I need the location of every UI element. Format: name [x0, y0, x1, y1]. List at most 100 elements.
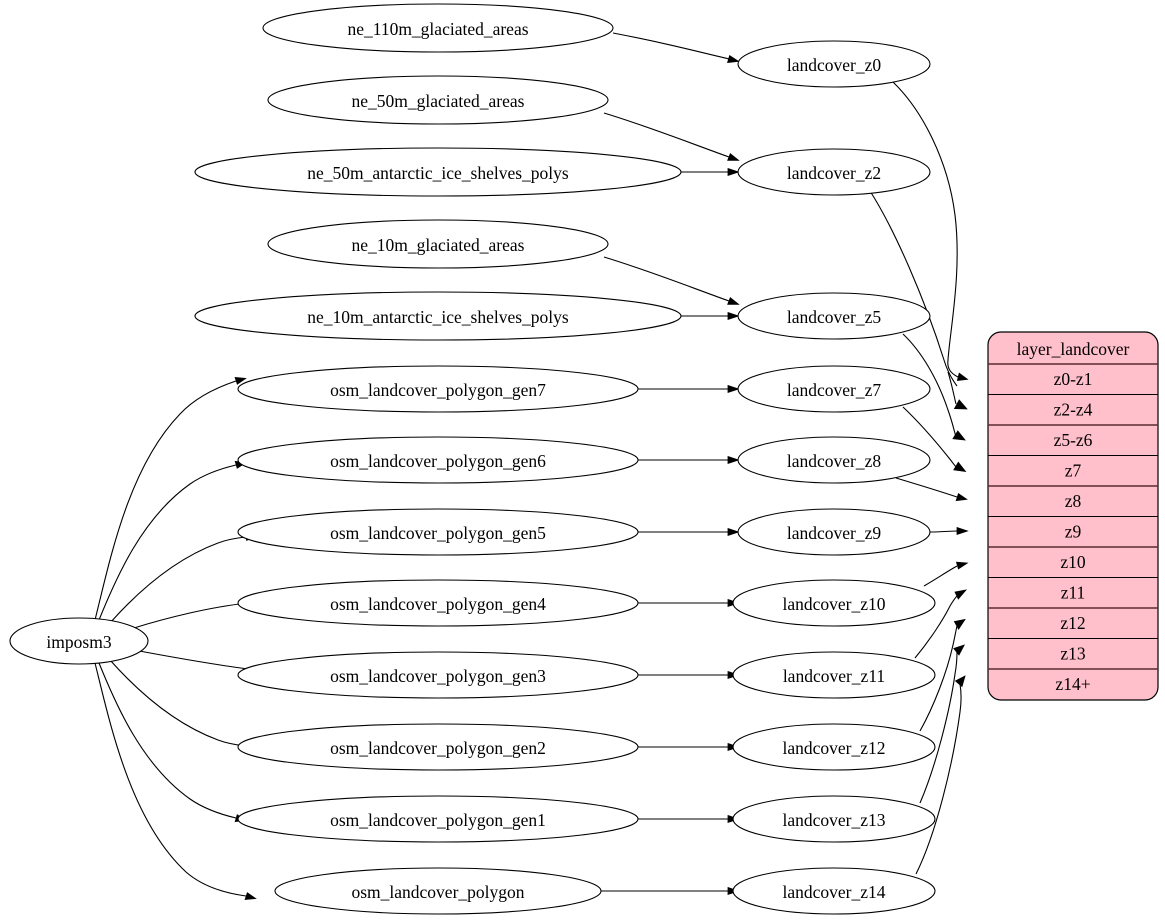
arrow-head — [956, 526, 969, 536]
edge-imposm3-to-gen3 — [133, 649, 266, 672]
node-ellipse[interactable] — [237, 651, 639, 699]
table-row-label[interactable]: z5-z6 — [1054, 430, 1093, 450]
node-label: landcover_z12 — [782, 738, 885, 758]
edge-ne50mglac-to-z2 — [603, 112, 730, 158]
node-osm-landcover-polygon-gen2[interactable]: osm_landcover_polygon_gen2 — [237, 723, 639, 771]
node-label: ne_50m_antarctic_ice_shelves_polys — [307, 163, 569, 183]
node-ellipse[interactable] — [237, 795, 639, 843]
node-osm-landcover-polygon-gen3[interactable]: osm_landcover_polygon_gen3 — [237, 651, 639, 699]
node-ellipse[interactable] — [9, 617, 149, 665]
node-landcover-z11[interactable]: landcover_z11 — [732, 651, 936, 699]
arrow-head — [954, 675, 966, 688]
node-label: landcover_z14 — [782, 882, 885, 902]
node-ellipse[interactable] — [732, 579, 936, 627]
table-row-label[interactable]: z14+ — [1055, 674, 1090, 694]
table-header-label: layer_landcover — [1017, 339, 1130, 359]
layer-landcover-table[interactable]: layer_landcover z0-z1 z2-z4 z5-z6 z7 z8 … — [987, 331, 1159, 701]
edge-z7-to-row-z7 — [902, 406, 958, 469]
edge-ne110m-to-z0 — [612, 32, 730, 60]
node-osm-landcover-polygon-gen4[interactable]: osm_landcover_polygon_gen4 — [237, 579, 639, 627]
edge-z11-to-row-z11 — [914, 595, 958, 659]
node-ellipse[interactable] — [237, 579, 639, 627]
edge-ne10mglac-to-z5 — [603, 256, 730, 302]
node-label: osm_landcover_polygon_gen1 — [330, 810, 546, 830]
node-ellipse[interactable] — [267, 219, 609, 269]
node-osm-landcover-polygon-gen5[interactable]: osm_landcover_polygon_gen5 — [237, 508, 639, 556]
node-landcover-z9[interactable]: landcover_z9 — [737, 508, 931, 556]
arrow-head — [955, 492, 968, 502]
node-landcover-z7[interactable]: landcover_z7 — [737, 365, 931, 413]
node-ellipse[interactable] — [274, 867, 602, 915]
edge-z2-to-row-z2z4-tail — [947, 371, 957, 405]
node-ellipse[interactable] — [737, 436, 931, 484]
edge-z12-to-row-z12 — [919, 625, 958, 732]
node-osm-landcover-polygon-gen7[interactable]: osm_landcover_polygon_gen7 — [237, 365, 639, 413]
table-row-label[interactable]: z8 — [1065, 491, 1082, 511]
node-ellipse[interactable] — [732, 723, 936, 771]
node-ellipse[interactable] — [267, 75, 609, 125]
node-osm-landcover-polygon-gen6[interactable]: osm_landcover_polygon_gen6 — [237, 436, 639, 484]
node-ellipse[interactable] — [237, 723, 639, 771]
node-ellipse[interactable] — [737, 292, 931, 340]
edge-imposm3-to-gen7 — [94, 380, 237, 621]
node-label: osm_landcover_polygon_gen3 — [330, 666, 546, 686]
node-landcover-z13[interactable]: landcover_z13 — [732, 795, 936, 843]
table-row-label[interactable]: z10 — [1060, 552, 1086, 572]
node-ellipse[interactable] — [737, 508, 931, 556]
node-ellipse[interactable] — [732, 867, 936, 915]
node-ellipse[interactable] — [237, 365, 639, 413]
node-ellipse[interactable] — [194, 291, 682, 341]
node-imposm3[interactable]: imposm3 — [9, 617, 149, 665]
node-ne-10m-antarctic-ice-shelves-polys[interactable]: ne_10m_antarctic_ice_shelves_polys — [194, 291, 682, 341]
node-ellipse[interactable] — [237, 508, 639, 556]
edge-imposm3-to-gen2 — [109, 659, 247, 747]
node-ellipse[interactable] — [262, 3, 614, 53]
arrow-head — [727, 527, 740, 537]
table-row-label[interactable]: z12 — [1060, 613, 1085, 633]
node-ne-110m-glaciated-areas[interactable]: ne_110m_glaciated_areas — [262, 3, 614, 53]
node-label: ne_10m_antarctic_ice_shelves_polys — [307, 307, 569, 327]
node-ellipse[interactable] — [737, 365, 931, 413]
edge-imposm3-to-gen5 — [109, 536, 247, 624]
node-ellipse[interactable] — [237, 436, 639, 484]
node-label: landcover_z2 — [787, 163, 881, 183]
edge-z13-to-row-z13 — [919, 651, 958, 804]
node-landcover-z12[interactable]: landcover_z12 — [732, 723, 936, 771]
node-landcover-z10[interactable]: landcover_z10 — [732, 579, 936, 627]
table-row-label[interactable]: z7 — [1065, 461, 1082, 481]
node-osm-landcover-polygon[interactable]: osm_landcover_polygon — [274, 867, 602, 915]
table-row-label[interactable]: z11 — [1061, 583, 1086, 603]
node-ne-50m-antarctic-ice-shelves-polys[interactable]: ne_50m_antarctic_ice_shelves_polys — [194, 147, 682, 197]
node-label: ne_10m_glaciated_areas — [352, 235, 525, 255]
arrow-head — [956, 372, 969, 381]
node-label: landcover_z0 — [787, 55, 882, 75]
edge-z2-to-row-z2z4 — [869, 190, 958, 387]
arrow-head — [953, 644, 966, 656]
node-landcover-z2[interactable]: landcover_z2 — [737, 148, 931, 196]
table-row-label[interactable]: z0-z1 — [1054, 369, 1093, 389]
node-ellipse[interactable] — [732, 651, 936, 699]
node-ellipse[interactable] — [732, 795, 936, 843]
table-row-label[interactable]: z13 — [1060, 644, 1086, 664]
node-ne-50m-glaciated-areas[interactable]: ne_50m_glaciated_areas — [267, 75, 609, 125]
node-osm-landcover-polygon-gen1[interactable]: osm_landcover_polygon_gen1 — [237, 795, 639, 843]
node-ne-10m-glaciated-areas[interactable]: ne_10m_glaciated_areas — [267, 219, 609, 269]
node-label: landcover_z9 — [787, 523, 882, 543]
node-landcover-z0[interactable]: landcover_z0 — [737, 40, 931, 88]
node-landcover-z8[interactable]: landcover_z8 — [737, 436, 931, 484]
node-label: osm_landcover_polygon_gen4 — [330, 594, 546, 614]
node-label: imposm3 — [46, 632, 111, 652]
node-landcover-z14[interactable]: landcover_z14 — [732, 867, 936, 915]
node-ellipse[interactable] — [737, 148, 931, 196]
table-row-label[interactable]: z2-z4 — [1054, 400, 1093, 420]
node-ellipse[interactable] — [194, 147, 682, 197]
arrow-head — [727, 167, 740, 177]
edge-imposm3-to-gen6 — [98, 464, 237, 621]
arrow-head — [727, 153, 740, 161]
node-ellipse[interactable] — [737, 40, 931, 88]
edge-z10-to-row-z10 — [923, 565, 958, 587]
node-landcover-z5[interactable]: landcover_z5 — [737, 292, 931, 340]
table-row-label[interactable]: z9 — [1065, 522, 1082, 542]
node-label: osm_landcover_polygon_gen7 — [330, 380, 546, 400]
edge-z0-to-row-z0z1 — [892, 81, 959, 378]
